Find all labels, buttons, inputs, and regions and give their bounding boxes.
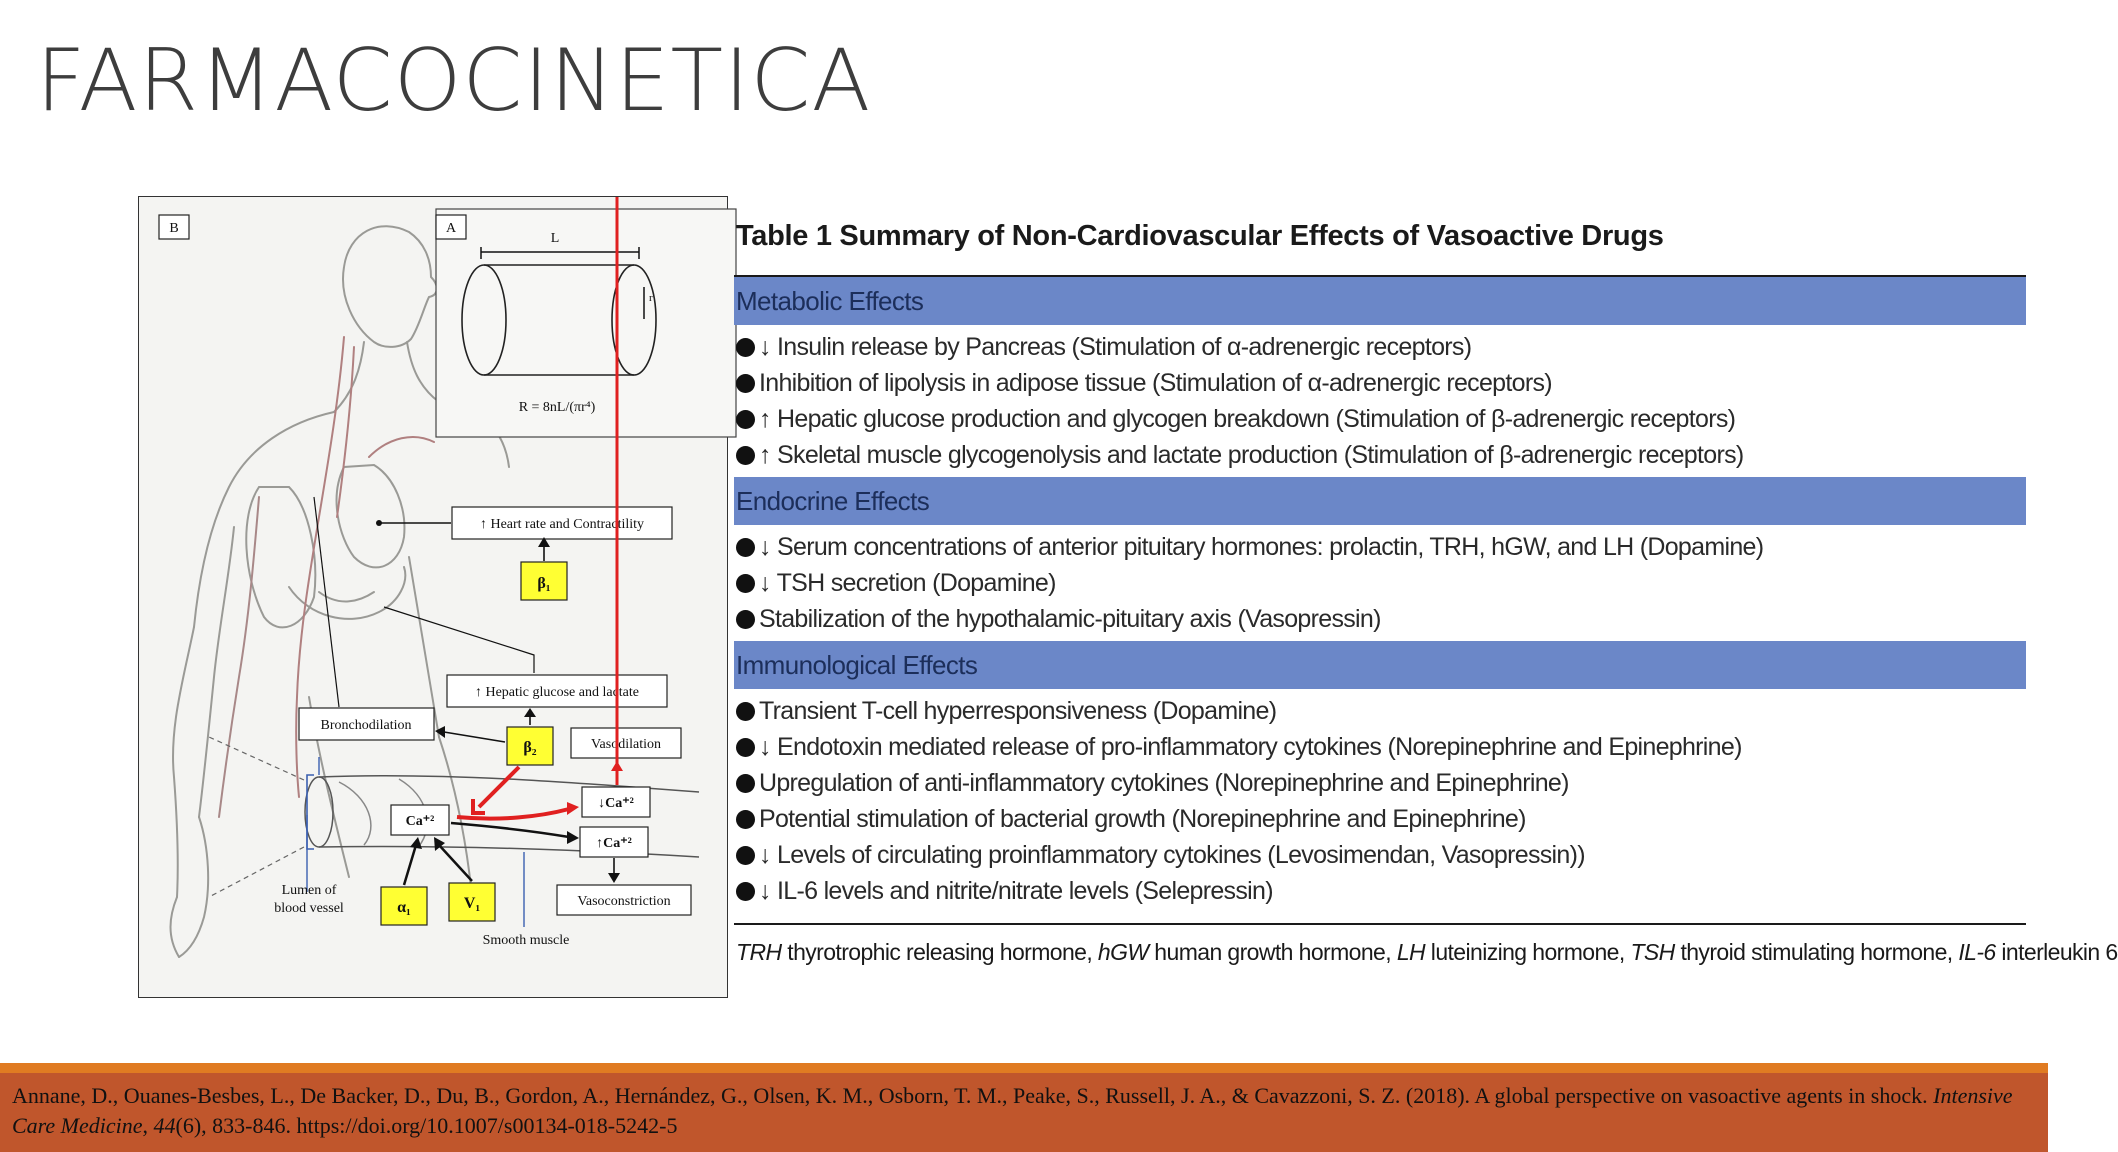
- section-header-immunological: Immunological Effects: [734, 641, 2026, 689]
- vasodilation-text: Vasodilation: [591, 737, 661, 752]
- table-top-rule: [734, 275, 2026, 277]
- table-row: Stabilization of the hypothalamic-pituit…: [734, 601, 2026, 637]
- alpha1-receptor: [380, 886, 428, 926]
- bullet-icon: [736, 609, 755, 629]
- citation-bar: Annane, D., Ouanes-Besbes, L., De Backer…: [0, 1073, 2048, 1152]
- table-row: ↑ Hepatic glucose production and glycoge…: [734, 401, 2026, 437]
- lumen-label-2: blood vessel: [274, 901, 344, 916]
- bullet-icon: [736, 537, 755, 557]
- calcium-increase-box: [579, 826, 649, 858]
- bullet-icon: [736, 845, 755, 865]
- calcium-increase-text: ↑Ca⁺²: [596, 836, 632, 851]
- body-sketch: [169, 225, 510, 958]
- bullet-icon: [736, 573, 755, 593]
- table-row: Potential stimulation of bacterial growt…: [734, 801, 2026, 837]
- heart-rate-box: [451, 506, 673, 540]
- vessel-cylinder: [461, 264, 657, 376]
- beta1-label: β₁: [537, 575, 550, 592]
- table-footnote: TRH thyrotrophic releasing hormone, hGW …: [736, 939, 2118, 965]
- vasoconstriction-box: [556, 884, 692, 916]
- bullet-icon: [736, 409, 755, 429]
- alpha1-label: α₁: [397, 899, 411, 916]
- table-bottom-rule: [734, 923, 2026, 925]
- section-metabolic: Metabolic Effects ↓ Insulin release by P…: [734, 277, 2026, 477]
- table-title: Table 1 Summary of Non-Cardiovascular Ef…: [736, 220, 1664, 252]
- bullet-icon: [736, 773, 755, 793]
- calcium-center-box: [390, 804, 450, 836]
- calcium-decrease-text: ↓Ca⁺²: [598, 796, 634, 811]
- calcium-center-text: Ca⁺²: [406, 814, 435, 829]
- panel-a-inset: [435, 208, 737, 438]
- panel-a-label: A: [446, 221, 457, 236]
- panel-b-box: [158, 214, 190, 240]
- bullet-icon: [736, 881, 755, 901]
- table-row: ↓ Levels of circulating proinflammatory …: [734, 837, 2026, 873]
- length-label: L: [551, 231, 560, 246]
- vasoconstriction-text: Vasoconstriction: [577, 894, 670, 909]
- slide-title: FARMACOCINETICA: [36, 31, 872, 131]
- v1-label: V₁: [464, 895, 481, 912]
- smooth-muscle-label: Smooth muscle: [483, 933, 570, 948]
- table-row: Inhibition of lipolysis in adipose tissu…: [734, 365, 2026, 401]
- table-row: ↑ Skeletal muscle glycogenolysis and lac…: [734, 437, 2026, 473]
- beta2-label: β₂: [523, 739, 536, 756]
- table-row: ↓ TSH secretion (Dopamine): [734, 565, 2026, 601]
- bullet-icon: [736, 337, 755, 357]
- hepatic-box: [446, 674, 668, 708]
- bullet-icon: [736, 737, 755, 757]
- section-endocrine: Endocrine Effects ↓ Serum concentrations…: [734, 477, 2026, 641]
- section-header-endocrine: Endocrine Effects: [734, 477, 2026, 525]
- figure-illustration: B A L r R = 8nL/(πr⁴) ↑ Heart rate and C…: [158, 197, 737, 958]
- effects-table: Table 1 Summary of Non-Cardiovascular Ef…: [734, 214, 2118, 966]
- vasodilation-box: [570, 727, 682, 759]
- section-immunological: Immunological Effects Transient T-cell h…: [734, 641, 2026, 913]
- bullet-icon: [736, 809, 755, 829]
- table-row: ↓ IL-6 levels and nitrite/nitrate levels…: [734, 873, 2026, 909]
- resistance-formula: R = 8nL/(πr⁴): [519, 400, 596, 415]
- calcium-decrease-box: [581, 786, 651, 818]
- accent-strip: [0, 1063, 2048, 1073]
- heart-rate-text: ↑ Heart rate and Contractility: [480, 517, 644, 532]
- panel-a-box: [435, 214, 467, 240]
- radius-label: r: [649, 292, 653, 304]
- beta2-receptor: [506, 726, 554, 766]
- table-row: Transient T-cell hyperresponsiveness (Do…: [734, 693, 2026, 729]
- bronchodilation-box: [298, 707, 435, 741]
- bullet-icon: [736, 373, 755, 393]
- lumen-label-1: Lumen of: [282, 883, 337, 898]
- table-row: ↓ Serum concentrations of anterior pitui…: [734, 529, 2026, 565]
- panel-b-label: B: [169, 221, 178, 236]
- bullet-icon: [736, 701, 755, 721]
- table-row: ↓ Insulin release by Pancreas (Stimulati…: [734, 329, 2026, 365]
- v1-receptor: [448, 882, 496, 922]
- beta1-receptor: [520, 561, 568, 601]
- bronchodilation-text: Bronchodilation: [321, 718, 412, 733]
- table-row: ↓ Endotoxin mediated release of pro-infl…: [734, 729, 2026, 765]
- hepatic-text: ↑ Hepatic glucose and lactate: [475, 685, 639, 700]
- bullet-icon: [736, 445, 755, 465]
- table-row: Upregulation of anti-inflammatory cytoki…: [734, 765, 2026, 801]
- vasoactive-figure: B A L r R = 8nL/(πr⁴) ↑ Heart rate and C…: [138, 196, 737, 998]
- section-header-metabolic: Metabolic Effects: [734, 277, 2026, 325]
